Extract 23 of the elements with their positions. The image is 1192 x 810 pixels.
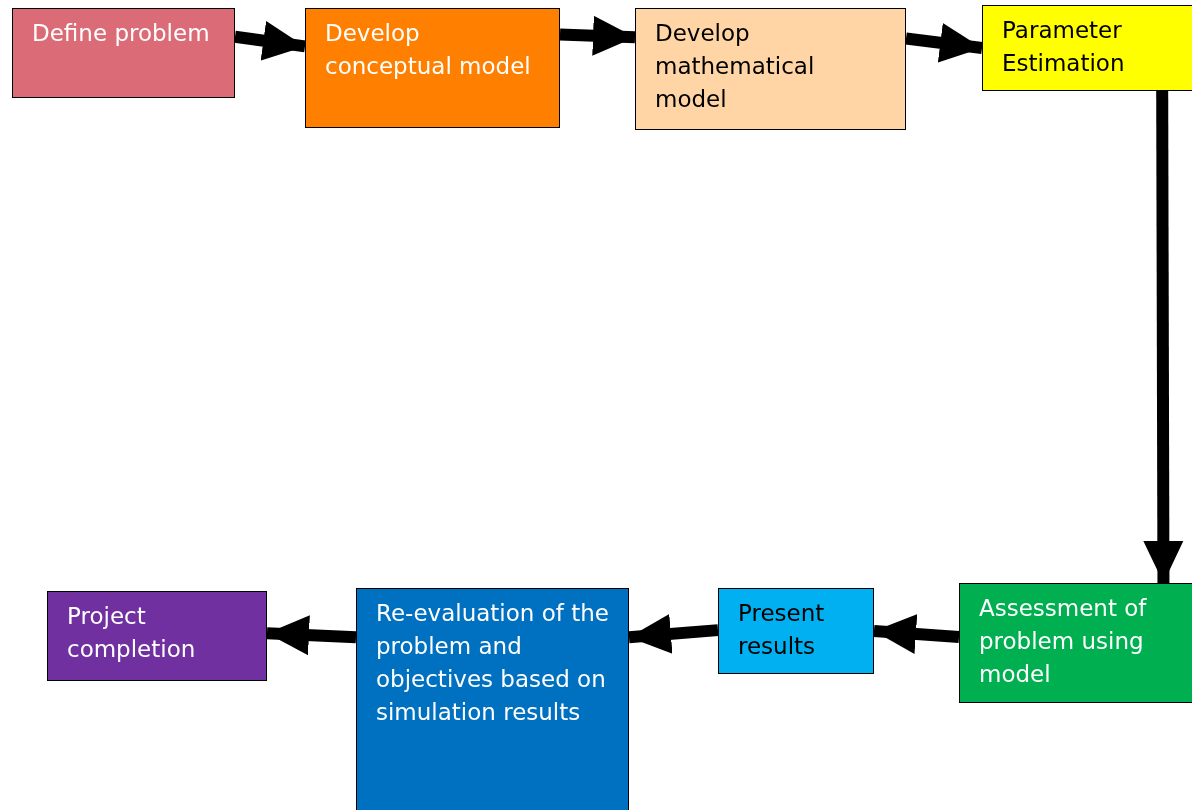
arrow [628,614,719,654]
step-label: Define problem [32,19,211,48]
step-label: Develop conceptual model [325,19,532,81]
step-label: Parameter Estimation [1002,16,1126,78]
process-box [305,8,560,128]
process-box [356,588,629,810]
process-box [47,591,267,681]
arrow [873,614,960,654]
step-label: Present results [738,599,826,661]
step-label: Re-evaluation of the problem and objectives based on simulation results [376,599,610,727]
process-box [718,588,874,674]
step-label: Assessment of problem using model [979,594,1148,689]
arrow [266,615,357,656]
process-box [959,583,1192,703]
arrow [905,22,983,63]
step-label: Develop mathematical model [655,19,816,114]
arrow [1143,91,1184,583]
process-box [635,8,906,130]
process-box [982,5,1192,91]
step-label: Project completion [67,602,197,664]
process-box [12,8,235,98]
arrow [559,15,636,56]
arrow [234,20,306,61]
